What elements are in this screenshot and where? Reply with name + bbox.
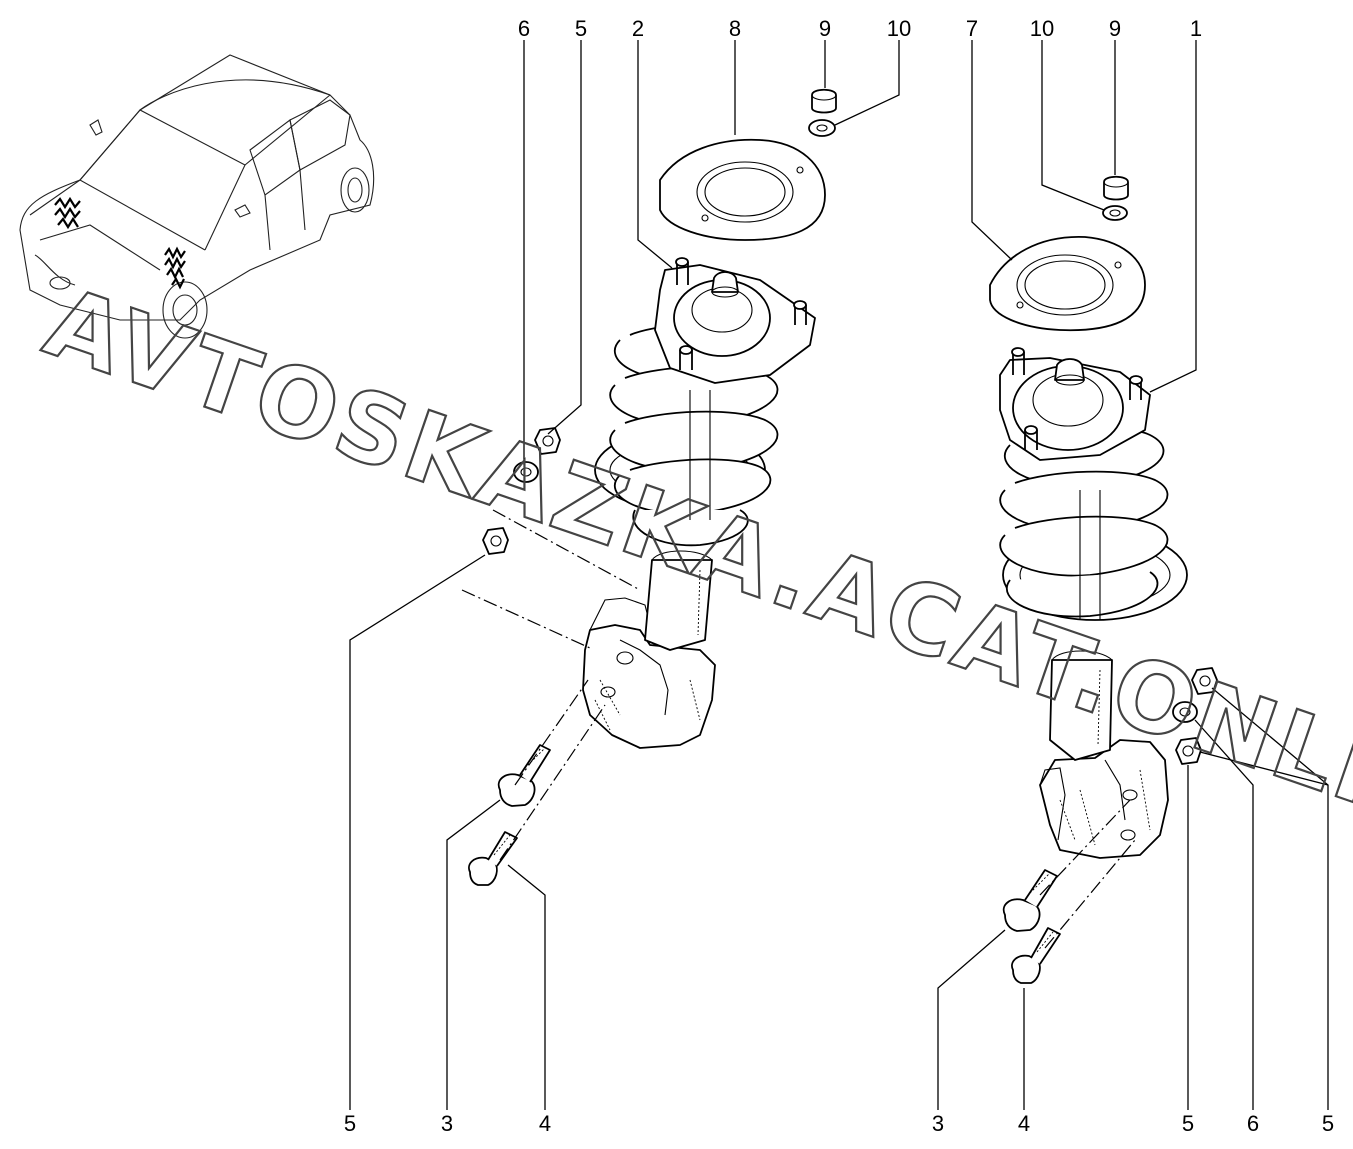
callout-labels-bottom-right: 3 4 5 6 5 [932,1111,1334,1136]
callout-9-top-right: 9 [1109,16,1121,41]
callout-9-top-left: 9 [819,16,831,41]
nut-9-right [1103,175,1129,201]
coil-spring-left [609,322,779,547]
bolt-4-left [468,831,518,886]
strut-assembly-left [582,257,816,749]
bolt-4-right [1011,927,1061,984]
mounting-plate-8 [659,138,826,241]
callout-labels-bottom-left: 5 3 4 [344,1111,551,1136]
callout-labels-top: 6 5 2 8 9 10 7 10 9 1 [518,16,1202,41]
callout-5-bottom-left: 5 [344,1111,356,1136]
bolt-3-right [1002,869,1058,932]
callout-4-bottom-right: 4 [1018,1111,1030,1136]
mounting-plate-7 [989,236,1146,332]
callout-2-top: 2 [632,16,644,41]
leader-lines [349,40,1329,1110]
callout-6-top: 6 [518,16,530,41]
nut-5-right-upper [1191,667,1218,695]
bolt-3-left [497,744,551,807]
nut-5-left-lower [482,527,509,555]
callout-7-top: 7 [966,16,978,41]
callout-8-top: 8 [729,16,741,41]
callout-10-top-left: 10 [887,16,911,41]
nut-5-left-upper [534,427,561,455]
washer-6-left [513,461,539,483]
nut-5-right-lower [1175,737,1202,765]
callout-3-bottom-right: 3 [932,1111,944,1136]
callout-5-top: 5 [575,16,587,41]
car-thumbnail [19,54,375,339]
washer-10-right [1102,205,1128,221]
callout-10-top-right: 10 [1030,16,1054,41]
callout-1-top: 1 [1190,16,1202,41]
nut-9-left [811,88,837,114]
strut-assembly-right [999,347,1188,859]
callout-3-bottom-left: 3 [441,1111,453,1136]
callout-5-bottom-right-a: 5 [1182,1111,1194,1136]
callout-4-bottom-left: 4 [539,1111,551,1136]
washer-6-right [1172,701,1198,723]
callout-5-bottom-right-b: 5 [1322,1111,1334,1136]
washer-10-left [808,119,836,137]
callout-6-bottom-right: 6 [1247,1111,1259,1136]
assembly-centerlines [461,509,1136,949]
